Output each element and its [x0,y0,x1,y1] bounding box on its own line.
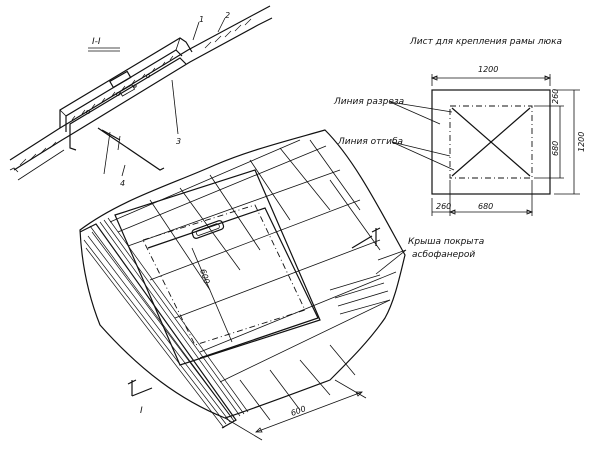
hatch-handle [191,220,225,239]
roof-note-line2: асбофанерой [412,250,475,260]
dim-edge-top: 260 [551,89,560,104]
section-label: I-I [92,37,101,47]
callout-2: 2 [225,11,230,20]
sheet-detail: Лист для крепления рамы люка 1200 1200 6… [333,37,586,216]
dim-edge-left: 260 [436,202,451,211]
section-view: I-I 1 2 3 4 [9,5,273,188]
hatch-opening [142,204,306,346]
plan-view: 600 Крыша покрыта асбофанерой 600 I [79,129,484,441]
roof-note-line1: Крыша покрыта [408,237,484,247]
dim-width-top: 1200 [478,65,498,74]
hatch-frame [114,169,321,366]
dim-inner-height: 680 [551,141,560,156]
callout-3: 3 [176,137,181,146]
bend-line-label: Линия отгиба [337,137,403,147]
cut-line-label: Линия разреза [333,97,404,107]
dim-hatch-height: 600 [198,268,211,285]
section-mark-bottom: I [140,406,143,416]
dim-inner-width: 680 [478,202,493,211]
callout-4: 4 [120,179,125,188]
dim-height-right: 1200 [577,132,586,152]
sheet-title: Лист для крепления рамы люка [409,37,562,47]
sheet-outline [431,89,551,195]
callout-1: 1 [199,15,204,24]
bend-line [449,105,533,179]
